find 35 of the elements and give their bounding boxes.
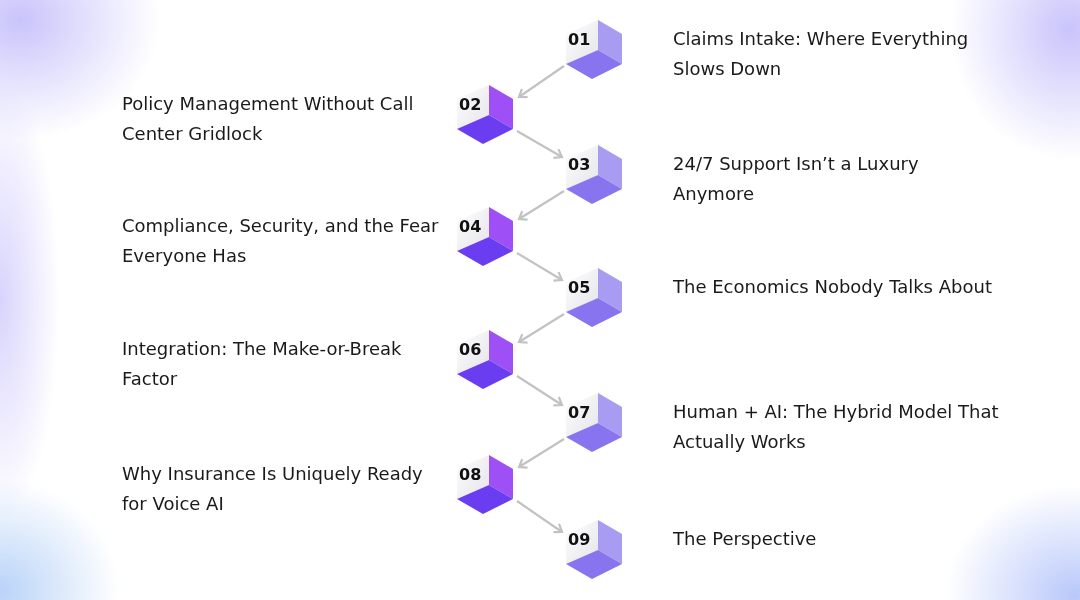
step-number: 04 (459, 217, 482, 236)
cube-step-marker (566, 268, 624, 328)
arrow (516, 375, 564, 407)
arrow (516, 252, 564, 282)
topic-title: Claims Intake: Where Everything Slows Down (673, 27, 970, 81)
cube-step-marker (457, 330, 515, 390)
step-number: 09 (568, 530, 591, 549)
step-number: 05 (568, 278, 591, 297)
cube-step-marker (566, 145, 624, 205)
topic-title: Compliance, Security, and the Fear Everyone Has (122, 214, 440, 268)
cube-step-marker (566, 393, 624, 453)
arrow (516, 130, 564, 159)
topic-title: Human + AI: The Hybrid Model That Actually Works (673, 400, 1000, 454)
arrow (516, 500, 564, 534)
step-number: 02 (459, 95, 482, 114)
cube-step-marker (566, 20, 624, 80)
step-number: 01 (568, 30, 591, 49)
cube-step-marker (457, 455, 515, 515)
cube-step-marker (566, 520, 624, 580)
topic-title: Integration: The Make-or-Break Factor (122, 337, 403, 391)
topic-title: Why Insurance Is Uniquely Ready for Voice AI (122, 462, 424, 516)
arrow (517, 313, 565, 344)
arrow (517, 438, 565, 469)
arrow (517, 65, 565, 99)
topic-title: 24/7 Support Isn’t a Luxury Anymore (673, 152, 920, 206)
topic-title: The Perspective (673, 527, 818, 551)
step-number: 07 (568, 403, 591, 422)
step-number: 03 (568, 155, 591, 174)
topic-title: The Economics Nobody Talks About (673, 275, 993, 299)
step-number: 06 (459, 340, 482, 359)
cube-step-marker (457, 207, 515, 267)
cube-step-marker (457, 85, 515, 145)
arrow (517, 190, 565, 221)
topic-title: Policy Management Without Call Center Gridlock (122, 92, 415, 146)
step-number: 08 (459, 465, 482, 484)
